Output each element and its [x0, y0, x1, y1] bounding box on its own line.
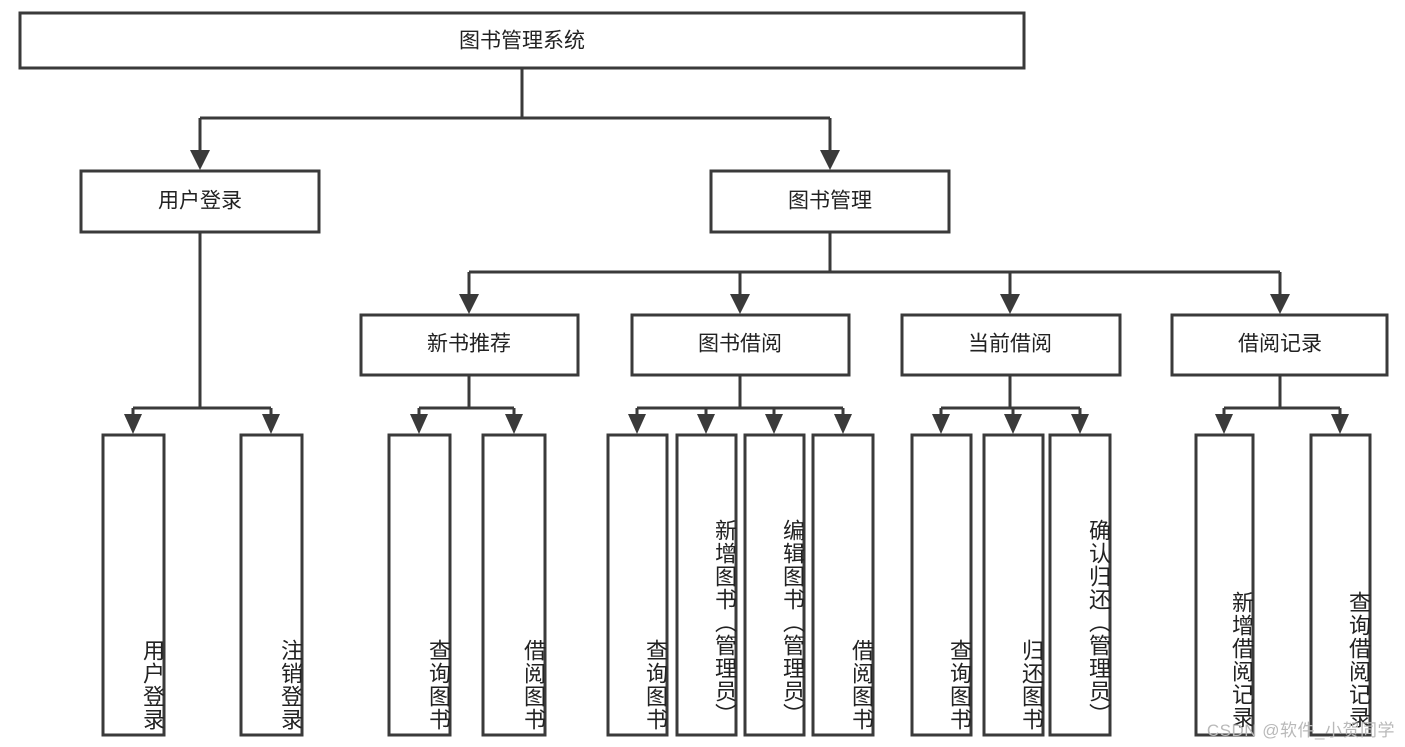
node-book-borrow[interactable]: 图书借阅 [630, 313, 851, 377]
connector-bookmanage-to-level2 [459, 232, 1290, 314]
node-book-manage-label: 图书管理 [788, 190, 872, 213]
node-borrow-record[interactable]: 借阅记录 [1170, 313, 1389, 377]
connector-userlogin-to-leaves [124, 232, 280, 434]
leaf-box-11[interactable] [1194, 433, 1255, 737]
connector-bookborrow-to-leaves [628, 375, 852, 434]
leaf-box-0[interactable] [101, 433, 166, 737]
connector-borrowrecord-to-leaves [1215, 375, 1349, 434]
leaf-box-9[interactable] [982, 433, 1045, 737]
node-user-login[interactable]: 用户登录 [79, 169, 321, 234]
node-root[interactable]: 图书管理系统 [18, 11, 1026, 70]
node-current-borrow[interactable]: 当前借阅 [900, 313, 1122, 377]
connector-root-to-level1 [190, 68, 840, 170]
node-user-login-label: 用户登录 [158, 190, 242, 213]
connector-newbook-to-leaves [410, 375, 523, 434]
node-current-borrow-label: 当前借阅 [968, 333, 1052, 356]
node-new-book-recommend[interactable]: 新书推荐 [359, 313, 580, 377]
leaf-box-4[interactable] [606, 433, 669, 737]
leaf-box-8[interactable] [910, 433, 973, 737]
node-new-book-recommend-label: 新书推荐 [427, 333, 511, 356]
node-root-label: 图书管理系统 [459, 30, 585, 53]
leaf-box-5[interactable] [675, 433, 738, 737]
node-book-manage[interactable]: 图书管理 [709, 169, 951, 234]
watermark: CSDN @软件_小贺同学 [1206, 721, 1395, 740]
leaf-box-2[interactable] [387, 433, 452, 737]
connector-currentborrow-to-leaves [932, 375, 1089, 434]
leaf-box-1[interactable] [239, 433, 304, 737]
leaf-box-7[interactable] [811, 433, 875, 737]
leaf-box-6[interactable] [743, 433, 806, 737]
node-borrow-record-label: 借阅记录 [1238, 333, 1322, 356]
leaf-box-3[interactable] [481, 433, 547, 737]
leaf-box-10[interactable] [1048, 433, 1112, 737]
node-book-borrow-label: 图书借阅 [698, 333, 782, 356]
leaf-box-12[interactable] [1309, 433, 1372, 737]
